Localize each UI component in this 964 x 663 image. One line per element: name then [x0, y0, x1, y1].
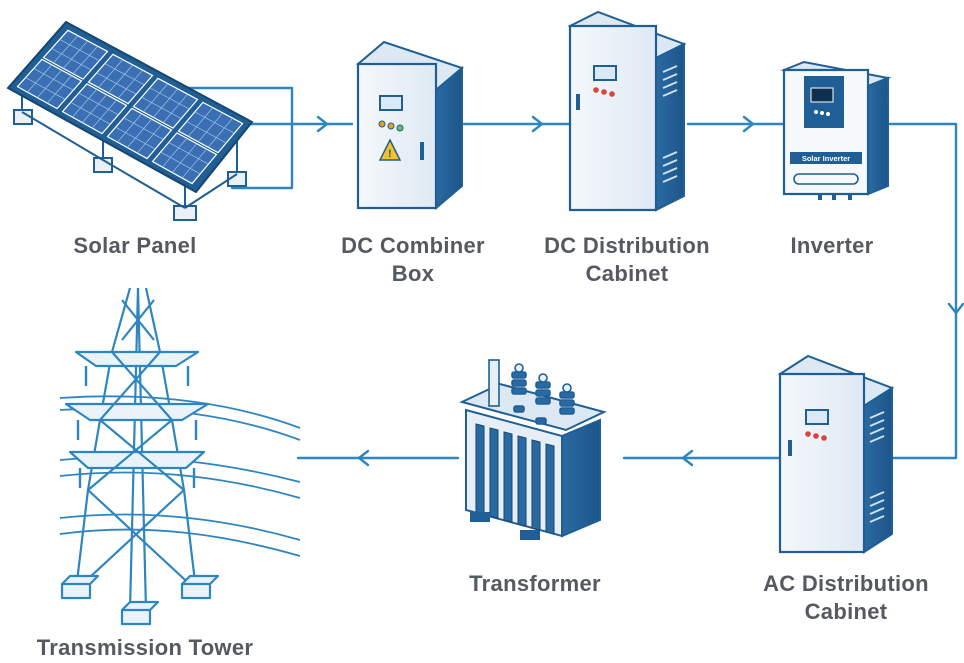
solar-cell-gridline: [82, 94, 107, 123]
label-line: Cabinet: [585, 261, 669, 286]
solar-cell-gridline: [162, 138, 188, 168]
solar-cell-gridline: [168, 142, 209, 165]
solar-cell-gridline: [104, 63, 145, 86]
solar-cell-gridline: [172, 143, 197, 173]
label-line: Transmission Tower: [36, 635, 254, 660]
solar-cell-gridline: [186, 121, 227, 144]
label-line: AC Distribution: [763, 571, 929, 596]
label-line: DC Combiner: [341, 233, 485, 258]
label-line: Transformer: [469, 571, 601, 596]
solar-cell-gridline: [136, 124, 162, 154]
solar-cell-gridline: [98, 59, 124, 88]
solar-cell-gridline: [25, 77, 66, 100]
arrow-head: [531, 115, 544, 133]
solar-cell-gridline: [181, 148, 207, 179]
solar-cell-gridline: [72, 89, 98, 118]
ac-distribution-cabinet-icon: [777, 354, 895, 554]
label-transformer: Transformer: [440, 570, 630, 598]
inverter-icon: Solar Inverter: [780, 60, 892, 200]
label-line: Solar Panel: [73, 233, 197, 258]
solar-cell-gridline: [141, 96, 182, 119]
solar-cell-gridline: [108, 64, 133, 94]
solar-cell-gridline: [51, 48, 92, 71]
label-dc-combiner-box: DC Combiner Box: [318, 232, 508, 288]
solar-cell-gridline: [53, 35, 79, 64]
svg-text:!: !: [388, 148, 392, 160]
label-line: Inverter: [790, 233, 874, 258]
solar-cell-gridline: [37, 69, 62, 98]
dc-distribution-cabinet-icon: [567, 10, 687, 212]
label-line: DC Distribution: [544, 233, 710, 258]
label-line: Box: [391, 261, 435, 286]
dc-combiner-box-icon: !: [355, 40, 465, 211]
solar-cell-gridline: [127, 118, 152, 148]
solar-cell-gridline: [143, 83, 169, 113]
solar-cell-gridline: [72, 45, 98, 74]
transformer-icon: [459, 359, 607, 540]
label-solar-panel: Solar Panel: [30, 232, 240, 260]
solar-cell-gridline: [63, 40, 88, 69]
label-dc-distribution-cabinet: DC Distribution Cabinet: [522, 232, 732, 288]
solar-cell-gridline: [123, 117, 164, 140]
label-transmission-tower: Transmission Tower: [12, 634, 278, 662]
solar-cell-gridline: [117, 69, 143, 99]
label-ac-distribution-cabinet: AC Distribution Cabinet: [736, 570, 956, 626]
solar-cell-gridline: [115, 126, 156, 150]
solar-cell-gridline: [59, 39, 100, 61]
solar-cell-gridline: [149, 87, 190, 110]
solar-cell-gridline: [198, 112, 223, 143]
solar-cell-gridline: [46, 75, 72, 104]
solar-cell-gridline: [153, 88, 178, 118]
arrow-head: [316, 115, 329, 133]
arrow-head: [681, 449, 694, 467]
transmission-tower-icon: [59, 287, 301, 626]
inverter-device-text: Solar Inverter: [802, 154, 850, 163]
solar-cell-gridline: [162, 93, 188, 123]
arrow-head: [947, 302, 964, 315]
edge-solar-to-combiner: [186, 86, 354, 190]
solar-cell-gridline: [91, 99, 117, 129]
connectors: [186, 86, 964, 467]
edge-inverter-to-ac-cabinet: [888, 122, 958, 460]
label-line: Cabinet: [804, 599, 888, 624]
label-inverter: Inverter: [752, 232, 912, 260]
solar-cell-gridline: [207, 117, 233, 148]
solar-cell-gridline: [194, 111, 235, 134]
solar-cell-gridline: [70, 102, 111, 125]
solar-cell-gridline: [78, 92, 119, 116]
solar-cell-gridline: [96, 72, 137, 95]
solar-cell-gridline: [33, 68, 74, 91]
arrow-head: [357, 449, 370, 467]
arrow-head: [742, 115, 755, 133]
solar-cell-gridline: [160, 151, 201, 175]
solar-cell-gridline: [27, 64, 53, 93]
solar-panel-icon: [6, 20, 254, 221]
solar-cell-gridline: [188, 107, 214, 137]
solar-cell-gridline: [117, 113, 143, 143]
